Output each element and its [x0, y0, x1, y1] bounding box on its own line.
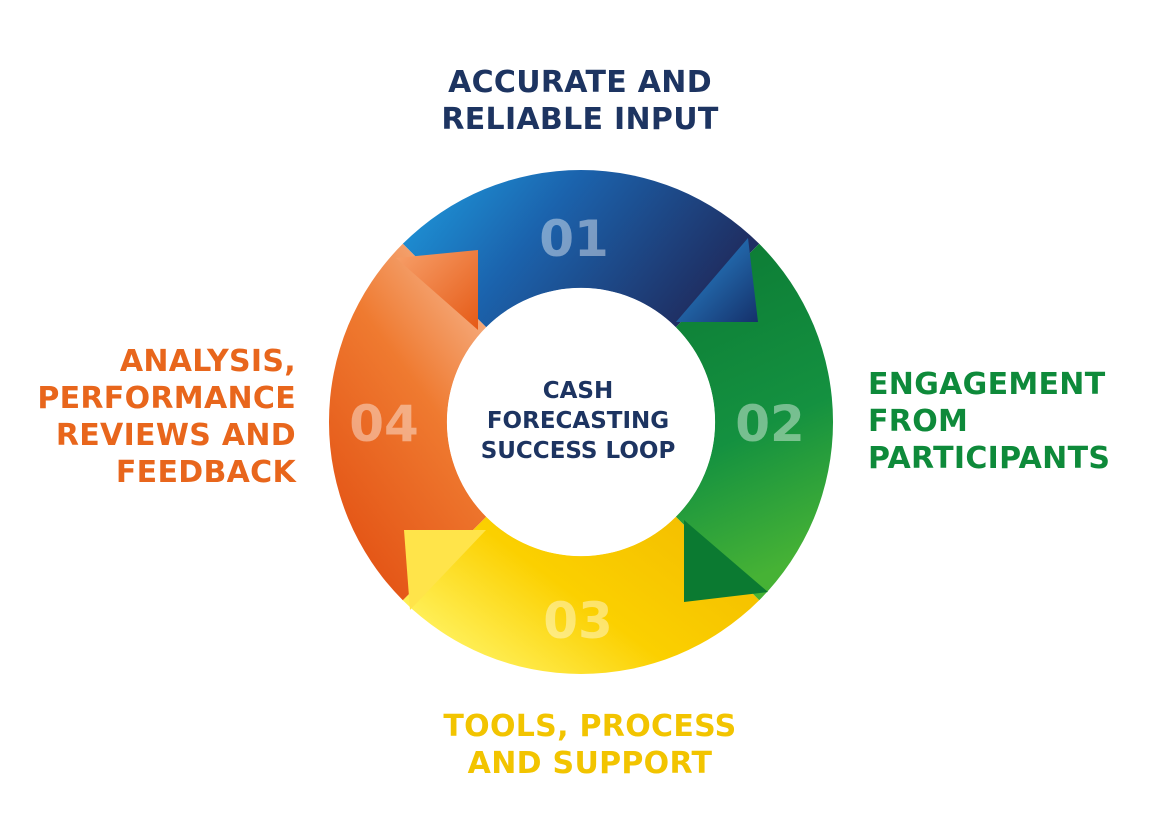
- segment-01: [402, 169, 760, 328]
- step-label-line: RELIABLE INPUT: [441, 102, 719, 137]
- step-label-line: ENGAGEMENT: [868, 367, 1106, 402]
- arrowhead-01: [676, 238, 758, 322]
- segment-number-01: 01: [539, 210, 609, 268]
- center-title-line-3: SUCCESS LOOP: [481, 438, 676, 464]
- step-label-tools-process: TOOLS, PROCESS AND SUPPORT: [330, 708, 850, 782]
- step-label-line: PARTICIPANTS: [868, 441, 1111, 476]
- center-title-line-1: CASH: [543, 378, 614, 404]
- center-circle: [447, 288, 715, 556]
- center-title: CASH FORECASTING SUCCESS LOOP: [481, 378, 676, 464]
- step-label-line: TOOLS, PROCESS: [443, 709, 737, 744]
- step-label-accurate-input: ACCURATE AND RELIABLE INPUT: [300, 64, 860, 138]
- step-label-line: AND SUPPORT: [467, 746, 713, 781]
- segment-number-02: 02: [735, 395, 805, 453]
- arrowhead-04: [396, 250, 478, 330]
- arrowhead-03: [404, 530, 486, 610]
- step-label-line: ACCURATE AND: [448, 65, 712, 100]
- segment-03: [402, 516, 760, 675]
- step-label-line: REVIEWS AND: [55, 418, 296, 453]
- step-label-line: FROM: [868, 404, 969, 439]
- segment-02: [675, 243, 834, 601]
- arrowhead-02: [684, 520, 768, 602]
- step-label-engagement: ENGAGEMENT FROM PARTICIPANTS: [868, 366, 1110, 477]
- step-label-line: ANALYSIS,: [119, 344, 296, 379]
- step-label-analysis-feedback: ANALYSIS, PERFORMANCE REVIEWS AND FEEDBA…: [20, 343, 296, 491]
- segment-04: [328, 243, 487, 601]
- step-label-line: FEEDBACK: [115, 455, 296, 490]
- step-label-line: PERFORMANCE: [37, 381, 296, 416]
- center-title-line-2: FORECASTING: [487, 408, 669, 434]
- loop-ring: [328, 169, 834, 675]
- segment-number-04: 04: [349, 395, 419, 453]
- segment-number-03: 03: [543, 592, 613, 650]
